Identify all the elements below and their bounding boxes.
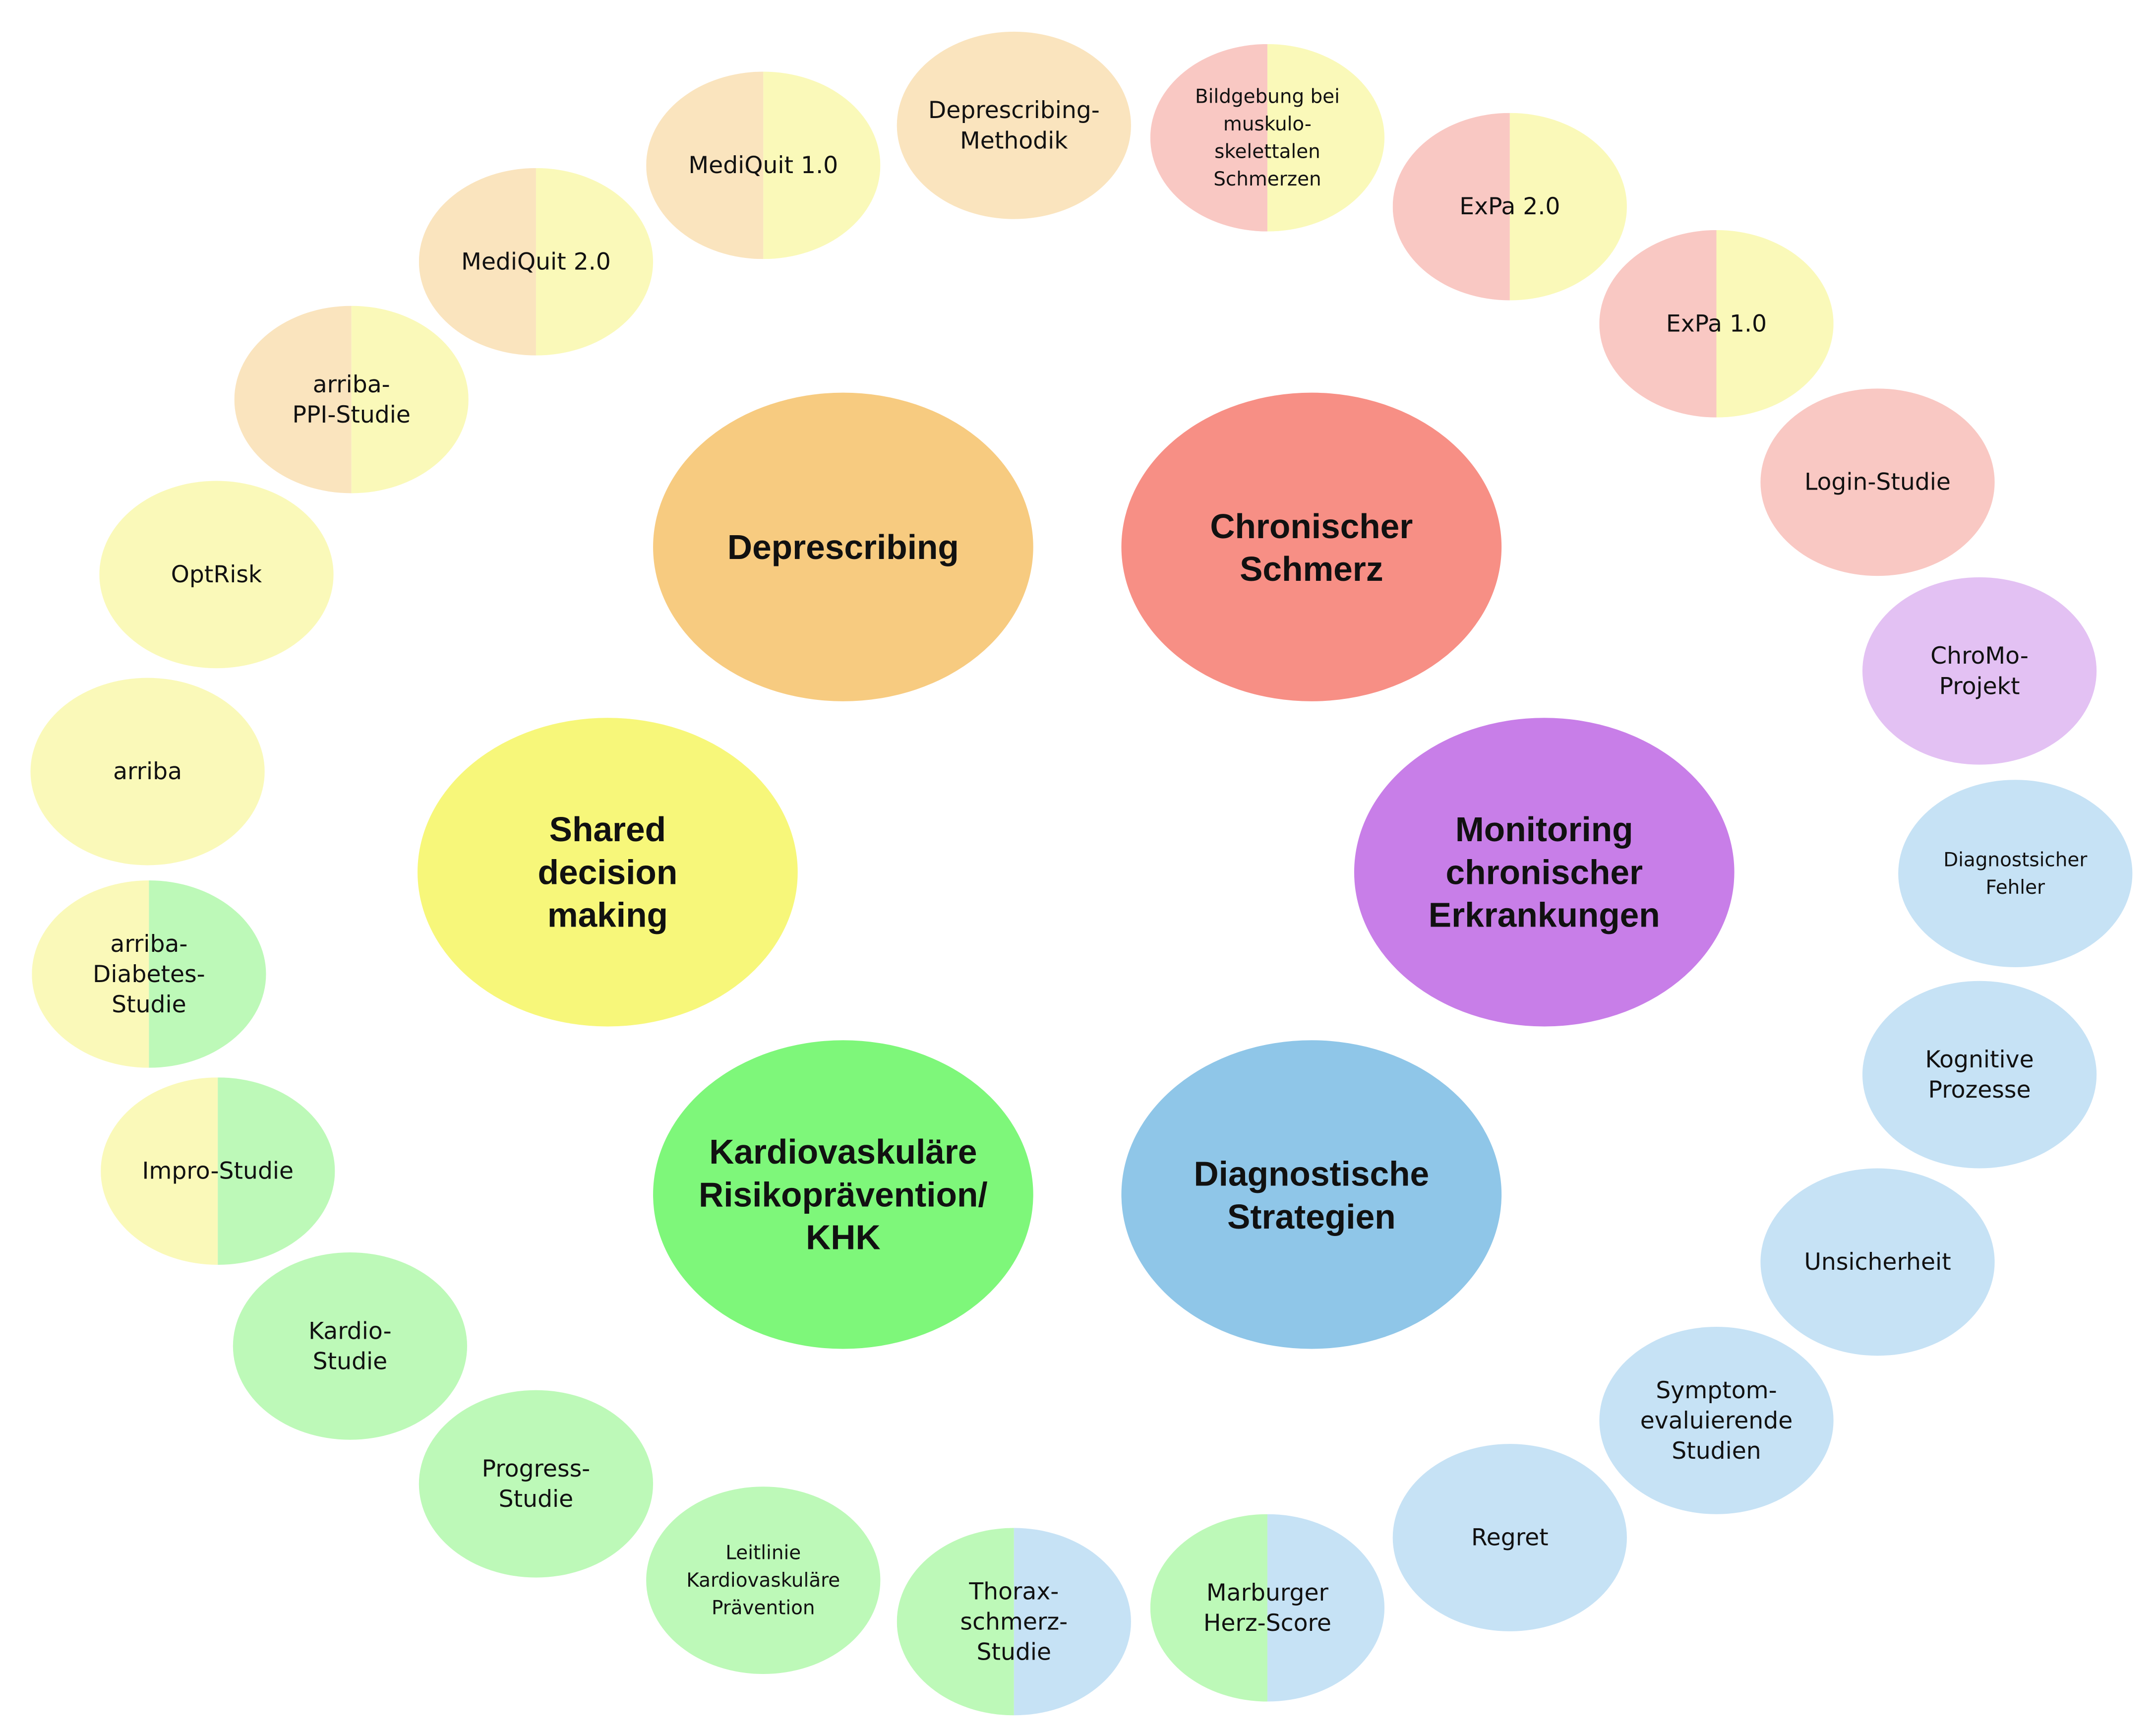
project-expa-2: ExPa 2.0	[1392, 113, 1627, 301]
project-regret-label: Regret	[1471, 1524, 1549, 1551]
project-impro: Impro-Studie	[101, 1077, 335, 1265]
category-deprescribing-shape	[653, 392, 1033, 701]
project-arriba-label: arriba	[113, 758, 182, 785]
category-chronic-pain-shape	[1121, 392, 1502, 701]
category-cardio-shape	[653, 1040, 1033, 1349]
project-chromo: ChroMo-Projekt	[1862, 577, 2097, 765]
project-arriba: arriba	[30, 678, 265, 866]
project-login: Login-Studie	[1760, 388, 1995, 576]
project-diagnostischer-fehler-shape	[1898, 780, 2133, 967]
project-regret: Regret	[1392, 1444, 1627, 1631]
project-optrisk-label: OptRisk	[171, 561, 262, 588]
project-arriba-ppi-label: arriba-PPI-Studie	[292, 371, 410, 429]
project-deprescribing-methodik-label: Deprescribing-Methodik	[928, 97, 1100, 154]
project-mediquit-1: MediQuit 1.0	[646, 71, 881, 259]
project-expa-1-label: ExPa 1.0	[1666, 310, 1767, 337]
project-mediquit-2-label: MediQuit 2.0	[461, 248, 611, 275]
project-kognitive-prozesse-shape	[1862, 981, 2097, 1169]
project-expa-2-label: ExPa 2.0	[1459, 193, 1560, 220]
category-sdm-shape	[418, 718, 798, 1027]
project-mediquit-2: MediQuit 2.0	[419, 168, 654, 356]
project-thorax: Thorax-schmerz-Studie	[897, 1528, 1131, 1716]
project-impro-label: Impro-Studie	[142, 1158, 294, 1185]
project-thorax-label: Thorax-schmerz-Studie	[960, 1578, 1068, 1666]
project-chromo-shape	[1862, 577, 2097, 765]
project-leitlinie-shape	[646, 1487, 881, 1674]
project-symptom-shape	[1599, 1327, 1834, 1514]
project-chromo-label: ChroMo-Projekt	[1930, 642, 2029, 700]
project-kardio-label: Kardio-Studie	[308, 1317, 392, 1375]
project-arriba-diabetes-label: arriba-Diabetes-Studie	[93, 930, 205, 1018]
project-deprescribing-methodik: Deprescribing-Methodik	[897, 31, 1131, 219]
project-progress: Progress-Studie	[419, 1390, 654, 1578]
project-kardio-shape	[233, 1252, 468, 1440]
category-deprescribing-label: Deprescribing	[727, 528, 959, 566]
project-unsicherheit-shape	[1760, 1168, 1995, 1356]
project-expa-1: ExPa 1.0	[1599, 230, 1834, 418]
project-unsicherheit-label: Unsicherheit	[1804, 1248, 1951, 1276]
project-deprescribing-methodik-shape	[897, 31, 1131, 219]
project-optrisk: OptRisk	[99, 481, 334, 669]
category-diagnostic-shape	[1121, 1040, 1502, 1349]
project-arriba-diabetes: arriba-Diabetes-Studie	[32, 880, 266, 1068]
project-mediquit-1-label: MediQuit 1.0	[688, 152, 838, 179]
project-regret-shape	[1392, 1444, 1627, 1631]
project-kardio: Kardio-Studie	[233, 1252, 468, 1440]
project-optrisk-shape	[99, 481, 334, 669]
project-unsicherheit: Unsicherheit	[1760, 1168, 1995, 1356]
category-monitoring-shape	[1354, 718, 1735, 1027]
project-arriba-shape	[30, 678, 265, 866]
project-progress-label: Progress-Studie	[482, 1455, 591, 1513]
project-progress-shape	[419, 1390, 654, 1578]
project-login-label: Login-Studie	[1804, 469, 1951, 496]
category-deprescribing: Deprescribing	[653, 392, 1033, 701]
project-login-shape	[1760, 388, 1995, 576]
project-arriba-ppi: arriba-PPI-Studie	[234, 306, 469, 494]
